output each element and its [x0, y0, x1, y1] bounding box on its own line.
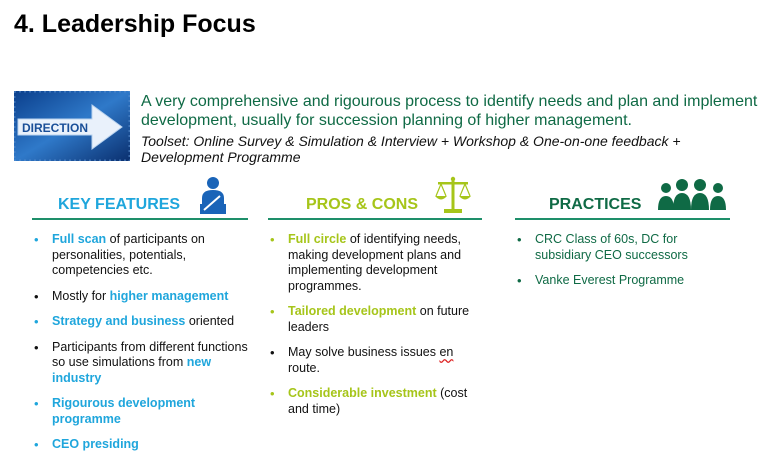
balance-scale-icon [435, 176, 471, 213]
image-caption: DIRECTION [22, 121, 88, 135]
key-features-heading: KEY FEATURES [58, 196, 181, 213]
list-item: •Strategy and business oriented [34, 314, 235, 329]
group-people-icon [658, 179, 726, 210]
list-item: •Full scan of participants on personalit… [34, 232, 205, 277]
pros-cons-header: PROS & CONS [268, 172, 482, 220]
practices-list: •CRC Class of 60s, DC for subsidiary CEO… [515, 232, 730, 289]
list-item: •Mostly for higher management [34, 288, 229, 304]
pros-cons-heading: PROS & CONS [306, 196, 419, 213]
practices-header: PRACTICES [515, 172, 730, 220]
list-item: •CRC Class of 60s, DC for subsidiary CEO… [517, 232, 688, 262]
intro-toolset: Toolset: Online Survey & Simulation & In… [141, 133, 681, 165]
direction-sign-image: DIRECTION [14, 91, 130, 161]
person-writing-icon [200, 177, 226, 214]
list-item: •Full circle of identifying needs, makin… [270, 232, 462, 293]
page-title: 4. Leadership Focus [14, 10, 256, 38]
intro-lead: A very comprehensive and rigourous proce… [141, 93, 758, 129]
list-item: •Tailored development on future leaders [270, 304, 470, 334]
list-item: •Rigourous development programme [34, 396, 196, 426]
intro-block: A very comprehensive and rigourous proce… [141, 92, 761, 165]
key-features-list: •Full scan of participants on personalit… [32, 232, 248, 453]
practices-column: PRACTICES •CRC Class of 60s, DC for subs… [515, 172, 730, 299]
list-item: •Participants from different functions s… [34, 339, 248, 385]
pros-cons-list: •Full circle of identifying needs, makin… [268, 232, 482, 417]
list-item: •Vanke Everest Programme [517, 273, 685, 288]
list-item: •CEO presiding [34, 437, 139, 452]
practices-heading: PRACTICES [549, 196, 642, 213]
pros-cons-column: PROS & CONS •Full circle of identifying … [268, 172, 482, 427]
key-features-column: KEY FEATURES •Full scan of participants … [32, 172, 248, 463]
list-item: •Considerable investment (cost and time) [270, 386, 468, 416]
key-features-header: KEY FEATURES [32, 172, 248, 220]
list-item: •May solve business issues en route. [270, 345, 454, 375]
